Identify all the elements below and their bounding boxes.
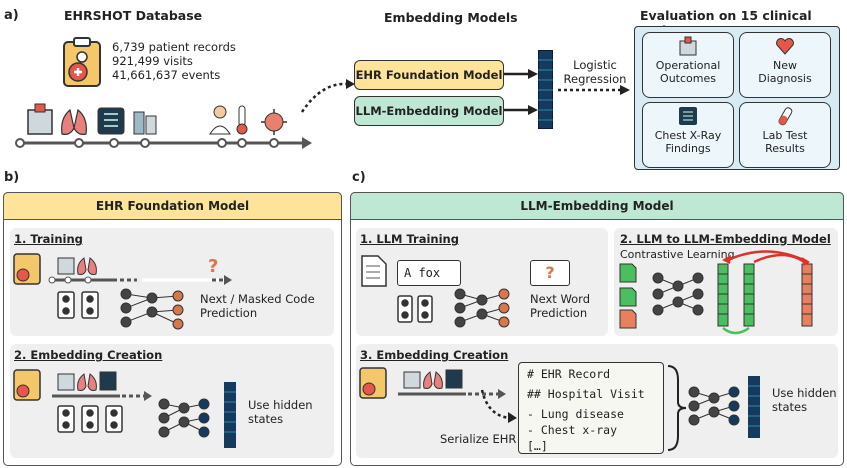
record-line: ## Hospital Visit (527, 387, 645, 401)
embedding-vector (748, 376, 760, 438)
stat-patients: 6,739 patient records (112, 40, 236, 54)
stat-visits: 921,499 visits (112, 54, 193, 68)
svg-text:?: ? (208, 256, 218, 277)
stat-events: 41,661,637 events (112, 68, 221, 82)
record-line: # EHR Record (527, 367, 611, 381)
serialize-arrow (480, 389, 517, 423)
green-document-icon (619, 263, 637, 307)
ehr-model-pill: EHR Foundation Model (354, 60, 504, 90)
xray-icon (679, 107, 697, 125)
models-title: Embedding Models (384, 10, 518, 25)
llm-embedding-heading: 3. Embedding Creation (360, 348, 509, 362)
model-arrows (504, 69, 538, 115)
dotted-arrow-to-eval (558, 85, 630, 95)
embedding-vector (538, 50, 553, 129)
panel-c-title: LLM-Embedding Model (350, 192, 844, 220)
panel-b-title: EHR Foundation Model (3, 192, 342, 220)
record-line: - Chest x-ray (527, 423, 618, 437)
embedding-diagram (13, 369, 236, 448)
training-heading: 1. Training (14, 232, 83, 246)
question-mark-icon: ? (530, 260, 570, 286)
training-diagram: ? (13, 253, 232, 330)
pull-together-arrow (722, 326, 750, 335)
hospital-icon (403, 371, 421, 389)
dotted-arrow-to-models (300, 79, 355, 113)
neural-network-icon (454, 288, 510, 328)
doctor-icon (209, 105, 231, 135)
llm-embedding-timeline (359, 367, 506, 399)
database-title: EHRSHOT Database (64, 8, 203, 23)
panel-b-label: b) (4, 170, 20, 185)
transformer-blocks-icon (397, 295, 433, 323)
green-vector-2 (743, 263, 755, 327)
xray-icon (97, 107, 125, 135)
neural-network-icon (120, 288, 184, 330)
lungs-icon (77, 257, 97, 275)
test-tube-icon (778, 107, 793, 126)
thermometer-icon (236, 105, 248, 135)
hospital-icon (27, 103, 53, 135)
regression-label-1: Logistic (573, 58, 617, 72)
neural-network-icon (158, 398, 210, 438)
patient-timeline (15, 103, 312, 149)
red-document-icon (619, 309, 637, 329)
hospital-icon (679, 36, 697, 56)
heart-icon (776, 38, 794, 55)
record-line: […] (527, 439, 548, 453)
embedding-vector (224, 382, 236, 448)
patient-record-icon (63, 37, 101, 87)
contrastive-diagram (619, 250, 813, 335)
transformer-blocks-icon (57, 291, 99, 319)
llm-embedding-diagram (667, 365, 760, 451)
serialize-label: Serialize EHR (440, 432, 517, 446)
ehr-record-text: # EHR Record ## Hospital Visit - Lung di… (518, 362, 664, 454)
lungs-icon (61, 108, 87, 135)
virus-icon (261, 109, 287, 135)
xray-icon (445, 369, 463, 389)
llm2emb-heading: 2. LLM to LLM-Embedding Model (620, 232, 831, 246)
lungs-icon (77, 373, 97, 391)
green-vector-1 (717, 263, 729, 327)
llm-training-heading: 1. LLM Training (360, 232, 459, 246)
lungs-icon (423, 371, 443, 389)
medication-icon (133, 111, 157, 135)
hospital-icon (57, 257, 75, 275)
embedding-heading: 2. Embedding Creation (14, 348, 163, 362)
llm-input-box: A fox (397, 260, 461, 286)
contrastive-label: Contrastive Learning (620, 248, 735, 261)
llm-model-pill: LLM-Embedding Model (354, 96, 504, 126)
llm-training-diagram (397, 288, 510, 328)
red-vector (801, 263, 813, 327)
xray-icon (99, 371, 117, 391)
hospital-icon (57, 373, 75, 391)
neural-network-icon (652, 272, 704, 316)
record-line: - Lung disease (527, 407, 624, 421)
transformer-blocks-icon (57, 405, 123, 433)
embedding-subpanel (10, 344, 334, 458)
regression-label-2: Regression (563, 72, 627, 86)
panel-a-label: a) (4, 8, 19, 23)
document-icon (361, 255, 387, 287)
panel-c-label: c) (352, 170, 366, 185)
neural-network-icon (688, 386, 740, 426)
